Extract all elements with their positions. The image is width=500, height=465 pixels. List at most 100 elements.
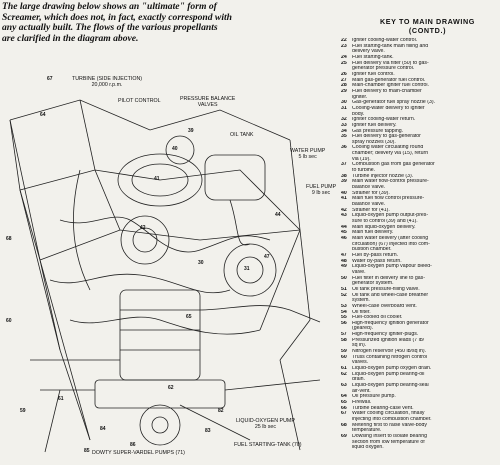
key-item-number: 63 [341,383,347,389]
key-item-number: 53 [341,303,347,309]
key-item: injecting into combustion chamber. [341,417,500,423]
callout-line: PILOT CONTROL [118,98,161,104]
key-item-text: Liquid-oxygen pump output-pres- [352,213,429,219]
part-number: 59 [20,408,26,414]
key-item-number: 48 [341,258,347,264]
key-item: 55 Fuel-cooled oil cooler. [341,315,500,321]
key-item-number: 55 [341,315,347,321]
key-item: to turbine. [341,168,500,174]
key-item-text: bustion chamber. [352,247,392,253]
part-number: 39 [188,128,194,134]
callout-dowty-pumps: DOWTY SUPER-VARDEL PUMPS (71) [92,450,185,456]
part-number: 30 [198,260,204,266]
key-item-text: Gas-generator fuel spray nozzle (3). [352,100,436,106]
key-item: 54 Oil filter. [341,310,500,316]
key-item-text: Water by-pass return. [352,258,402,264]
callout-line: LIQUID-OXYGEN PUMP [236,418,295,424]
key-item: valve. [341,270,500,276]
key-item-text: valves. [352,360,369,366]
callout-line: WATER PUMP [290,148,326,154]
part-number: 40 [172,146,178,152]
key-item-text: Oil filter. [352,309,371,315]
key-item-number: 22 [341,38,347,43]
key-item-number: 32 [341,117,347,123]
key-item-text: Fuel delivery to gas-generator [352,134,421,140]
key-item-text: section from low temperature of [352,439,425,445]
key-item-number: 44 [341,224,347,230]
part-number: 83 [205,428,211,434]
key-item: 30 Gas-generator fuel spray nozzle (3). [341,100,500,106]
callout-line: FUEL STARTING-TANK (70) [234,442,302,448]
key-item-text: drain. [352,377,365,383]
key-item-text: injecting into combustion chamber. [352,416,432,422]
key-item-text: Main water delivery (after cooling [352,235,429,241]
key-item-number: 37 [341,162,347,168]
key-item: balance valve. [341,185,500,191]
key-item: air-vent. [341,389,500,395]
key-item: chamber; delivery via (15), return [341,151,500,157]
callout-line: TURBINE (SIDE INJECTION) [72,76,143,82]
key-subtitle: (CONTD.) [408,26,447,35]
part-number: 86 [130,442,136,448]
callout-line: 9 lb sec [311,190,331,196]
key-item: igniter. [341,95,500,101]
key-item: body. [341,112,500,118]
key-item-text: Pressurized ignition leads (7 lb/ [352,337,425,343]
key-item-text: Liquid-oxygen pump vapour bleed- [352,264,432,270]
key-item-text: generator pressure control. [352,66,415,72]
key-item-text: Strainer for (39). [352,190,390,196]
part-number: 31 [244,266,250,272]
key-item-text: Main water flow-control pressure- [352,179,429,185]
key-item: spray nozzles (30). [341,140,500,146]
key-item-text: Main fuel flow control pressure- [352,196,425,202]
key-item-number: 30 [341,100,347,106]
key-item-number: 62 [341,371,347,377]
key-item-number: 25 [341,60,347,66]
key-item-text: system. [352,298,370,304]
part-number: 84 [100,426,106,432]
key-item-number: 31 [341,105,347,111]
callout-liquid-oxygen-pump: LIQUID-OXYGEN PUMP 25 lb sec [236,418,295,430]
key-item-number: 43 [341,213,347,219]
key-item-text: generator system. [352,281,394,287]
key-item: 41 Main fuel flow control pressure- [341,196,500,202]
key-item: via (19). [341,157,500,163]
key-item: generator pressure control. [341,66,500,72]
key-item-number: 54 [341,309,347,315]
key-item-text: Igniter cooling-water control. [352,38,418,43]
key-item-text: Fuel delivery via filter (50) to gas- [352,60,429,66]
key-item-number: 41 [341,196,347,202]
engine-illustration [9,99,321,453]
part-number: 60 [6,318,12,324]
key-item-text: Main liquid-oxygen delivery. [352,224,416,230]
key-item-text: igniter. [352,94,368,100]
callout-pressure-balance-valves: PRESSURE BALANCE VALVES [180,96,235,108]
key-item: 48 Water by-pass return. [341,259,500,265]
key-item-text: air-vent. [352,388,371,394]
key-item-text: Igniter fuel control. [352,71,395,77]
callout-fuel-pump: FUEL PUMP 9 lb sec [306,184,336,196]
key-item-text: liquid oxygen. [352,445,384,451]
key-item-number: 42 [341,207,347,213]
key-item-number: 49 [341,264,347,270]
key-item-text: Oil tank pressure-filling valve. [352,286,420,292]
key-item-number: 35 [341,134,347,140]
part-number: 42 [140,225,146,231]
key-item-text: Fuel-cooled oil cooler. [352,315,403,321]
key-item-text: Fuel by-pass return. [352,252,399,258]
part-number: 44 [275,212,281,218]
